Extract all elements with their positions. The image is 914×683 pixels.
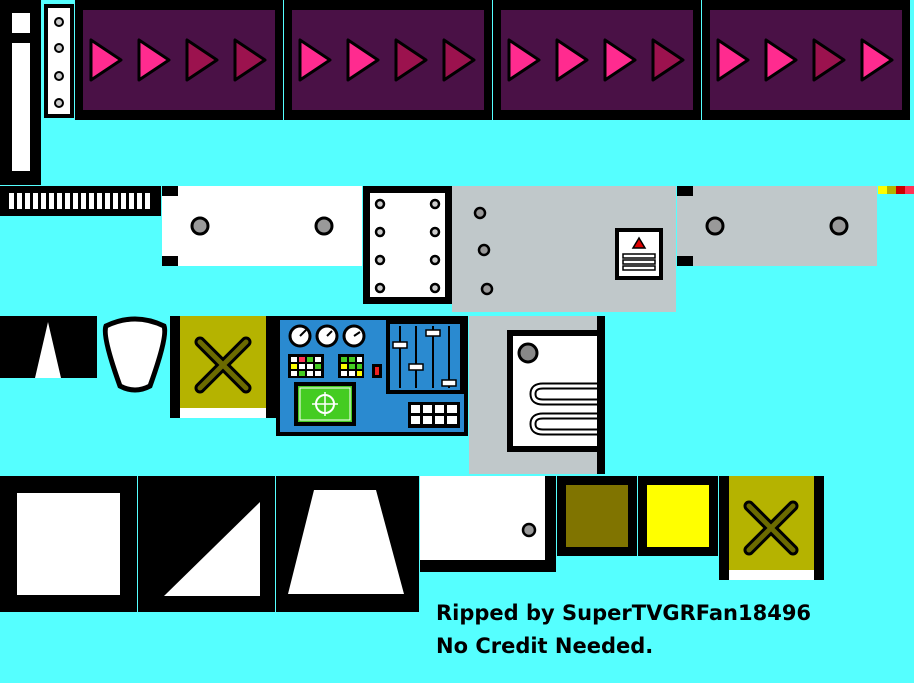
- arrow-icon: [394, 38, 428, 82]
- x-icon: [743, 500, 799, 556]
- arrow-icon: [651, 38, 685, 82]
- white-ledge-tile: [420, 476, 556, 572]
- white-square-tile: [0, 476, 137, 612]
- gray-bolt-panel: [677, 186, 877, 266]
- rivet-strip-sprite: [44, 4, 74, 118]
- grille-bar: [121, 193, 126, 209]
- color-swatch-strip: [878, 186, 914, 194]
- arrow-icon: [764, 38, 798, 82]
- arrow-conveyor-panel: [702, 0, 910, 120]
- arrow-icon: [89, 38, 123, 82]
- grille-bar: [145, 193, 150, 209]
- grille-bar: [129, 193, 134, 209]
- arrow-icon: [233, 38, 267, 82]
- grille-bar: [137, 193, 142, 209]
- arrow-conveyor-panel: [284, 0, 492, 120]
- grille-bar: [65, 193, 70, 209]
- warning-triangle-icon: [622, 236, 656, 271]
- furnace-wall-panel: [469, 316, 605, 474]
- bolt-icon: [705, 216, 849, 236]
- grille-bar: [105, 193, 110, 209]
- control-console: [276, 316, 468, 436]
- vent-grille-sprite: [0, 186, 161, 216]
- arrow-icon: [603, 38, 637, 82]
- slope-tile: [138, 476, 275, 612]
- arrow-icon: [346, 38, 380, 82]
- white-bolt-panel: [162, 186, 362, 266]
- warning-sign: [615, 228, 663, 280]
- arrow-icon: [860, 38, 894, 82]
- grille-bar: [97, 193, 102, 209]
- arrow-icon: [716, 38, 750, 82]
- grille-bar: [81, 193, 86, 209]
- coil-heater-icon: [517, 342, 597, 436]
- arrow-icon: [185, 38, 219, 82]
- grille-bar: [33, 193, 38, 209]
- gauge-dial-icon: [288, 324, 366, 348]
- trapezoid-tile: [276, 476, 419, 612]
- grille-bar: [49, 193, 54, 209]
- dark-olive-block: [557, 476, 637, 556]
- olive-x-tile: [170, 316, 276, 418]
- rivet-icon: [374, 198, 441, 294]
- grille-bar: [17, 193, 22, 209]
- credit-ripper: Ripped by SuperTVGRFan18496: [436, 601, 812, 625]
- yellow-block: [638, 476, 718, 556]
- arrow-icon: [555, 38, 589, 82]
- rivet-icon: [54, 17, 64, 108]
- arrow-conveyor-panel: [493, 0, 701, 120]
- bolt-icon: [190, 216, 334, 236]
- olive-x-tile-2: [719, 476, 824, 580]
- shield-shape-sprite: [102, 316, 168, 393]
- arrow-icon: [442, 38, 476, 82]
- arrow-icon: [137, 38, 171, 82]
- grille-bar: [113, 193, 118, 209]
- x-icon: [194, 336, 252, 394]
- arrow-icon: [812, 38, 846, 82]
- bolt-icon: [521, 522, 537, 538]
- grille-bar: [73, 193, 78, 209]
- grille-bar: [57, 193, 62, 209]
- tall-slot-sprite: [0, 0, 41, 185]
- credit-note: No Credit Needed.: [436, 634, 654, 658]
- grille-bar: [25, 193, 30, 209]
- arrow-conveyor-panel: [75, 0, 283, 120]
- arrow-icon: [507, 38, 541, 82]
- grille-bar: [9, 193, 14, 209]
- riveted-door-sprite: [363, 186, 452, 304]
- grille-bar: [89, 193, 94, 209]
- gray-warning-panel: [452, 186, 676, 312]
- grille-bar: [41, 193, 46, 209]
- spike-tile-sprite: [0, 316, 97, 378]
- arrow-icon: [298, 38, 332, 82]
